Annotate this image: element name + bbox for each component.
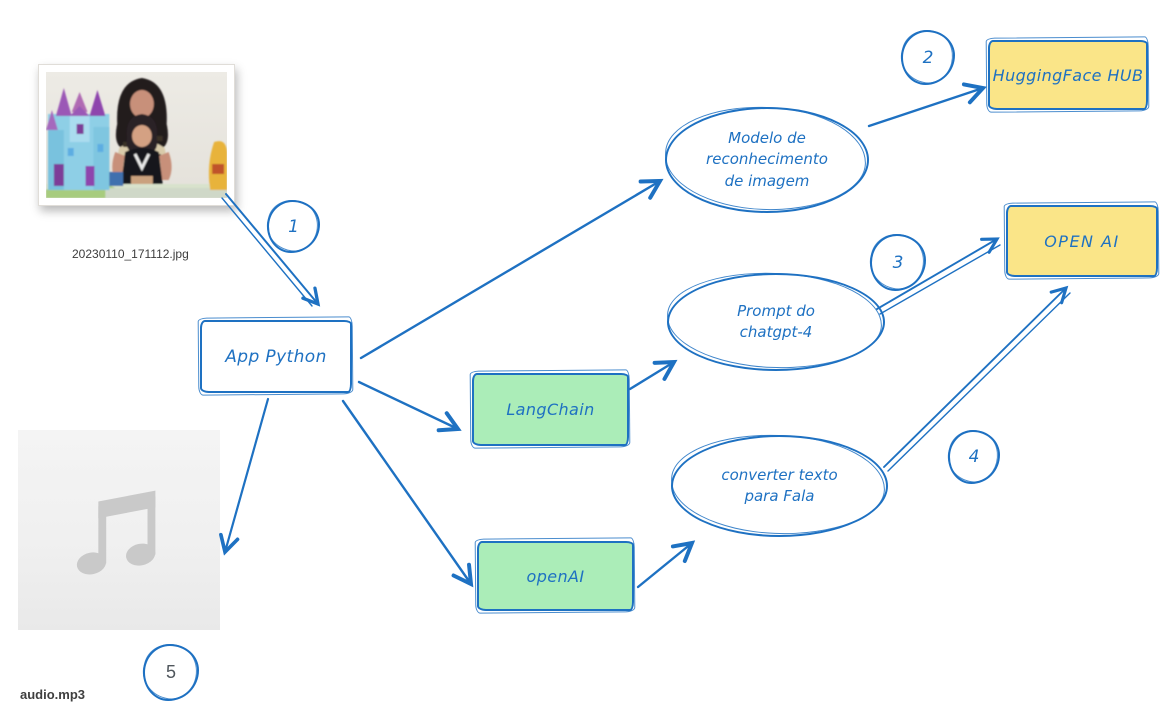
node-converter-tts[interactable]: converter texto para Fala	[671, 435, 888, 537]
node-open-ai-label: OPEN AI	[1044, 231, 1120, 251]
node-app-python-label: App Python	[225, 346, 327, 367]
step-badge-5-label: 5	[165, 662, 176, 682]
node-modelo-line1: Modelo de	[728, 129, 806, 148]
node-converter-line2: para Fala	[744, 487, 815, 505]
arrow-modelo-to-huggingface	[867, 82, 987, 128]
step-badge-4[interactable]: 4	[948, 430, 1000, 484]
step-badge-3-label: 3	[892, 252, 904, 273]
node-app-python[interactable]: App Python	[200, 320, 352, 393]
node-converter-line1: converter texto	[721, 465, 838, 484]
node-openai-lib[interactable]: openAI	[477, 541, 634, 611]
node-prompt-line1: Prompt do	[737, 301, 815, 320]
node-prompt-chatgpt4[interactable]: Prompt do chatgpt-4	[667, 273, 885, 371]
step-badge-1[interactable]: 1	[267, 200, 320, 253]
audio-filename: audio.mp3	[20, 687, 86, 702]
audio-thumbnail[interactable]	[18, 430, 220, 630]
node-langchain[interactable]: LangChain	[472, 373, 629, 446]
step-badge-5[interactable]: 5	[143, 644, 199, 701]
step-badge-4-label: 4	[968, 447, 980, 467]
arrow-langchain-to-prompt	[628, 359, 678, 391]
node-modelo-line3: de imagem	[724, 171, 810, 190]
arrow-app-to-modelo	[359, 178, 664, 360]
node-modelo-line2: reconhecimento	[706, 150, 828, 169]
photo-thumbnail[interactable]	[38, 64, 235, 206]
node-open-ai[interactable]: OPEN AI	[1006, 205, 1158, 277]
arrow-app-to-audio	[219, 397, 270, 556]
music-note-icon	[76, 490, 156, 575]
node-huggingface-hub[interactable]: HuggingFace HUB	[988, 40, 1148, 110]
step-badge-3[interactable]: 3	[870, 234, 926, 291]
node-openai-lib-label: openAI	[526, 566, 585, 586]
arrow-app-to-openai-lib	[341, 399, 474, 588]
node-huggingface-hub-label: HuggingFace HUB	[992, 65, 1144, 85]
photo-image	[46, 72, 227, 198]
node-modelo-reconhecimento[interactable]: Modelo de reconhecimento de imagem	[665, 107, 869, 213]
arrow-openai-lib-to-converter	[636, 540, 696, 589]
step-badge-2-label: 2	[922, 47, 934, 68]
node-langchain-label: LangChain	[506, 400, 595, 419]
step-badge-2[interactable]: 2	[901, 30, 955, 85]
node-prompt-line2: chatgpt-4	[739, 323, 813, 341]
step-badge-1-label: 1	[288, 216, 299, 237]
photo-filename: 20230110_171112.jpg	[72, 247, 189, 261]
arrow-app-to-langchain	[357, 380, 462, 433]
